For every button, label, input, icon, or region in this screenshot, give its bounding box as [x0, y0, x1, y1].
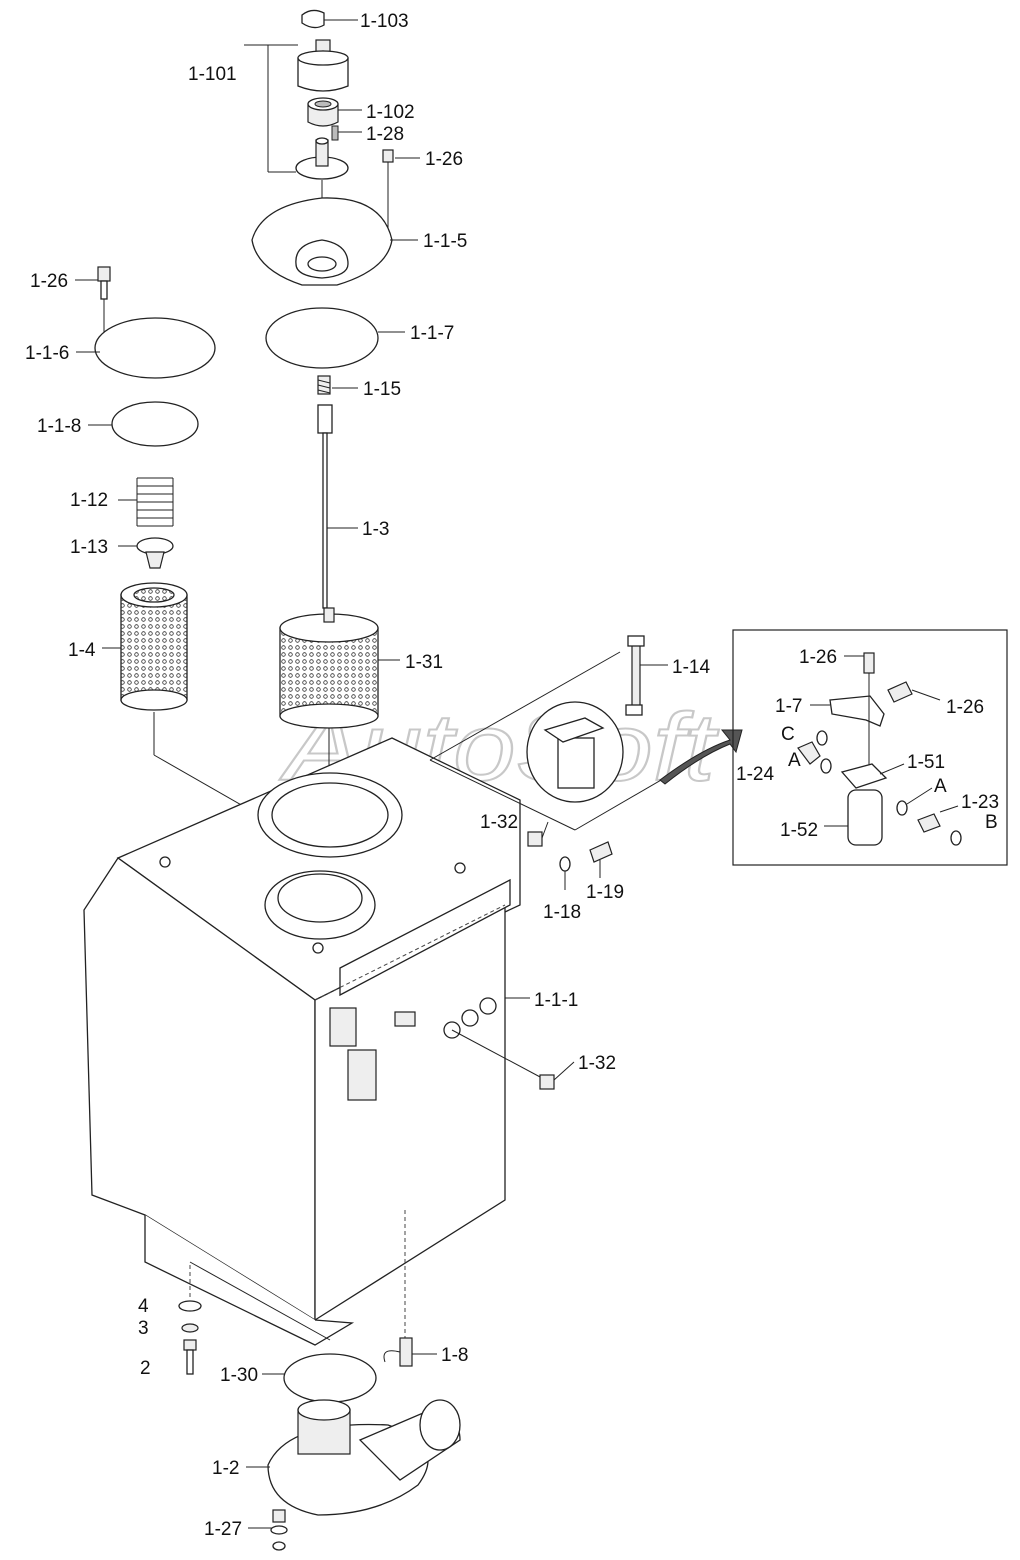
part-level-gauge-1-14: [625, 635, 645, 716]
inset-callout-b: B: [985, 812, 998, 833]
inset-callout-1-51: 1-51: [907, 752, 945, 773]
callout-1-18: 1-18: [543, 902, 581, 923]
callout-1-26-left: 1-26: [30, 271, 68, 292]
part-valve-1-13: [136, 537, 174, 569]
callout-1-1-8: 1-1-8: [37, 416, 81, 437]
callout-1-26-top: 1-26: [425, 149, 463, 170]
part-rod-1-3: [317, 404, 333, 609]
callout-1-1-6: 1-1-6: [25, 343, 69, 364]
inset-callout-1-7: 1-7: [775, 696, 802, 717]
inset-bolt-1-26-a: [863, 652, 875, 674]
inset-elbow-1-24: [797, 741, 821, 765]
inset-oring-a-left: [820, 758, 832, 774]
callout-1-3: 1-3: [362, 519, 389, 540]
callout-1-31: 1-31: [405, 652, 443, 673]
callout-1-28: 1-28: [366, 124, 404, 145]
part-plug-1-32-bottom: [539, 1074, 555, 1090]
inset-callout-a-left: A: [788, 750, 801, 771]
inset-filter-head-1-51: [840, 763, 888, 846]
inset-bolt-1-26-b: [887, 681, 913, 703]
callout-1-1-5: 1-1-5: [423, 231, 467, 252]
part-spring-1-15: [317, 375, 331, 395]
callout-1-12: 1-12: [70, 490, 108, 511]
leader-lines: [75, 19, 959, 1529]
callout-3: 3: [138, 1318, 149, 1339]
callout-1-8: 1-8: [441, 1345, 468, 1366]
part-tank-1-1-1: [83, 737, 521, 1346]
part-plug-1-32-top: [527, 831, 543, 847]
inset-callout-1-26-a: 1-26: [799, 647, 837, 668]
part-bolt-1-26-left: [97, 266, 111, 300]
callout-1-4: 1-4: [68, 640, 96, 661]
callout-4: 4: [138, 1296, 149, 1317]
part-washer-3: [181, 1323, 199, 1333]
part-breather-1-101: [297, 39, 349, 92]
inset-oring-a-right: [896, 800, 908, 816]
part-oring-1-1-7: [265, 307, 379, 369]
inset-oring-b: [950, 830, 962, 846]
callout-2: 2: [140, 1358, 151, 1379]
callout-1-2: 1-2: [212, 1458, 239, 1479]
part-cover-plate-1-1-6: [94, 317, 216, 379]
part-drain-valve-1-8: [383, 1337, 413, 1367]
callout-1-32-top: 1-32: [480, 812, 518, 833]
inset-fitting-1-23: [917, 813, 941, 833]
part-tank-openings: [257, 772, 403, 940]
part-return-filter-on-tank: [526, 701, 624, 803]
part-bolt-1-27: [270, 1509, 288, 1551]
part-suction-pipe-1-2: [267, 1399, 461, 1516]
part-oring-1-30: [283, 1353, 377, 1403]
callout-1-102: 1-102: [366, 102, 415, 123]
inset-oring-c: [816, 730, 828, 746]
callout-1-1-1: 1-1-1: [534, 990, 578, 1011]
part-filter-element-1-31: [279, 607, 379, 729]
inset-bracket-1-7: [829, 695, 885, 727]
part-sensor-1-19: [589, 841, 613, 863]
inset-callout-1-24: 1-24: [736, 764, 774, 785]
callout-1-103: 1-103: [360, 11, 409, 32]
inset-callout-a-right: A: [934, 776, 947, 797]
part-flange-base: [295, 137, 349, 180]
inset-callout-1-52: 1-52: [780, 820, 818, 841]
callout-1-27: 1-27: [204, 1519, 242, 1540]
callout-1-30: 1-30: [220, 1365, 258, 1386]
part-bolt-1-26-top: [382, 149, 394, 190]
callout-1-19: 1-19: [586, 882, 624, 903]
inset-callout-1-26-b: 1-26: [946, 697, 984, 718]
part-ring-1-102: [307, 97, 339, 127]
callout-1-1-7: 1-1-7: [410, 323, 454, 344]
part-filter-element-1-4: [120, 582, 188, 711]
arrow-icon: [659, 729, 743, 785]
callout-1-14: 1-14: [672, 657, 710, 678]
part-cover-plate-1-1-5: [251, 197, 393, 286]
part-washer-4: [178, 1300, 202, 1312]
callout-1-13: 1-13: [70, 537, 108, 558]
part-bolt-2: [183, 1339, 197, 1375]
part-oring-1-1-8: [111, 401, 199, 447]
part-spring-1-12: [136, 477, 174, 527]
detail-inset: [732, 629, 1008, 866]
inset-callout-1-23: 1-23: [961, 792, 999, 813]
callout-1-15: 1-15: [363, 379, 401, 400]
part-oring-1-18: [559, 856, 571, 872]
inset-callout-c: C: [781, 724, 795, 745]
callout-1-32-bottom: 1-32: [578, 1053, 616, 1074]
part-screw-1-28: [331, 125, 339, 141]
part-cap-1-103: [301, 9, 325, 29]
callout-1-101: 1-101: [188, 64, 237, 85]
